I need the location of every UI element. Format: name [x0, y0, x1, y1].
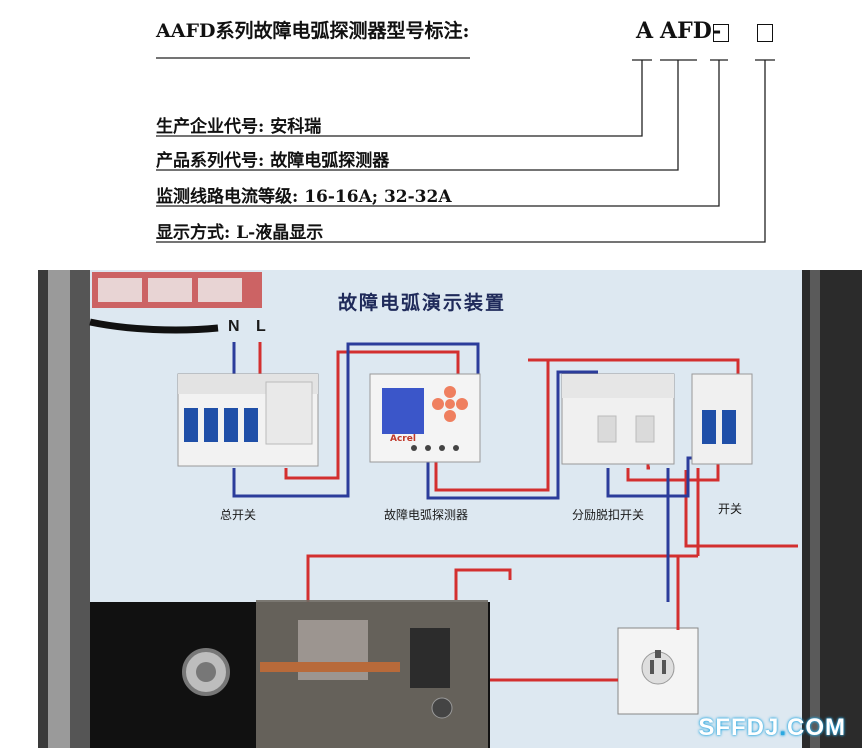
demo-panel-photo: 故障电弧演示装置 N L Acrel 总开关 故障电弧探测器 分励脱扣开关 开关… — [38, 270, 862, 748]
code-current-box — [713, 24, 729, 42]
diagram-title: AAFD系列故障电弧探测器型号标注: — [156, 20, 470, 42]
panel-illustration — [38, 270, 862, 748]
row-product-series: 产品系列代号: 故障电弧探测器 — [156, 151, 390, 171]
code-afd: AFD- — [660, 18, 722, 44]
panel-title: 故障电弧演示装置 — [338, 292, 507, 314]
terminal-l-label: L — [256, 318, 266, 335]
terminal-n-label: N — [228, 318, 240, 335]
site-watermark: SFFDJ.COM — [698, 714, 846, 741]
annotation-leader-lines — [156, 57, 775, 243]
caption-switch: 开关 — [718, 502, 743, 516]
detector-brand-label: Acrel — [390, 434, 416, 444]
code-letter-a: A — [636, 18, 654, 44]
row-current-level: 监测线路电流等级: 16-16A; 32-32A — [156, 187, 452, 207]
code-display-box — [757, 24, 773, 42]
row-manufacturer: 生产企业代号: 安科瑞 — [156, 117, 322, 137]
model-code-diagram: AAFD系列故障电弧探测器型号标注: A AFD- 生产企业代号: 安科瑞 产品… — [0, 0, 862, 262]
caption-main-switch: 总开关 — [220, 508, 257, 522]
caption-arc-detector: 故障电弧探测器 — [384, 508, 469, 522]
row-display-mode: 显示方式: L-液晶显示 — [156, 223, 324, 243]
caption-shunt-trip-switch: 分励脱扣开关 — [572, 508, 645, 522]
